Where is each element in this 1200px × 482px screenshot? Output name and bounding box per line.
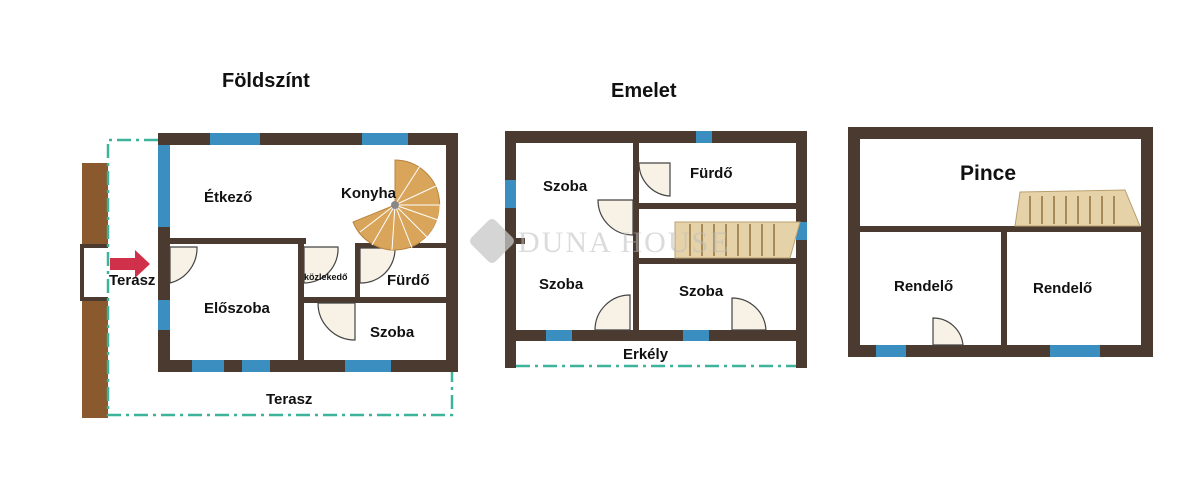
window [158, 300, 170, 330]
door [317, 302, 356, 341]
watermark-text: DUNA HOUSE [518, 226, 731, 259]
room-label: Konyha [341, 185, 397, 202]
ground-floor-title: Földszínt [222, 70, 310, 92]
upper-floor-title: Emelet [611, 80, 677, 102]
door [594, 294, 631, 331]
room-label: Szoba [370, 324, 415, 341]
room-label: Fürdő [387, 272, 430, 289]
room-label: Rendelő [1033, 280, 1092, 297]
room-label: Étkező [204, 189, 252, 206]
room-label: Terasz [266, 391, 312, 408]
room-label: Erkély [623, 346, 669, 363]
watermark-logo-icon [470, 219, 514, 263]
door [731, 297, 767, 331]
door [303, 246, 339, 284]
spiral-stairs-icon [352, 159, 441, 251]
door [638, 162, 671, 197]
room-label: Fürdő [690, 165, 733, 182]
door [932, 317, 964, 346]
room-label: Terasz [109, 272, 155, 289]
window [683, 330, 709, 341]
stairs-icon [1014, 189, 1141, 227]
basement-plan: Pince Rendelő Rendelő [848, 127, 1153, 357]
window [362, 133, 408, 145]
watermark: DUNA HOUSE [470, 219, 731, 263]
window [505, 180, 516, 208]
window [345, 360, 391, 372]
basement-title: Pince [960, 162, 1016, 185]
ground-floor-plan: Földszínt [80, 70, 458, 418]
window [1050, 345, 1100, 357]
window [210, 133, 260, 145]
room-label: Szoba [543, 178, 588, 195]
door [597, 199, 634, 236]
room-label: Előszoba [204, 300, 271, 317]
door [359, 247, 396, 284]
room-label: Szoba [539, 276, 584, 293]
upper-floor-plan: Emelet Szoba Fürdő Szoba Szoba Erkély [505, 80, 807, 368]
window [192, 360, 224, 372]
entrance-arrow-icon [110, 250, 150, 278]
room-label: Rendelő [894, 278, 953, 295]
deck-strip [80, 163, 108, 418]
window [158, 145, 170, 227]
room-label: közlekedő [304, 272, 348, 282]
stairs-icon [674, 221, 801, 259]
window [696, 131, 712, 143]
room-label: Szoba [679, 283, 724, 300]
window [242, 360, 270, 372]
terrace-outline [106, 138, 454, 417]
window [546, 330, 572, 341]
window [876, 345, 906, 357]
window [796, 222, 807, 240]
door [169, 246, 198, 284]
